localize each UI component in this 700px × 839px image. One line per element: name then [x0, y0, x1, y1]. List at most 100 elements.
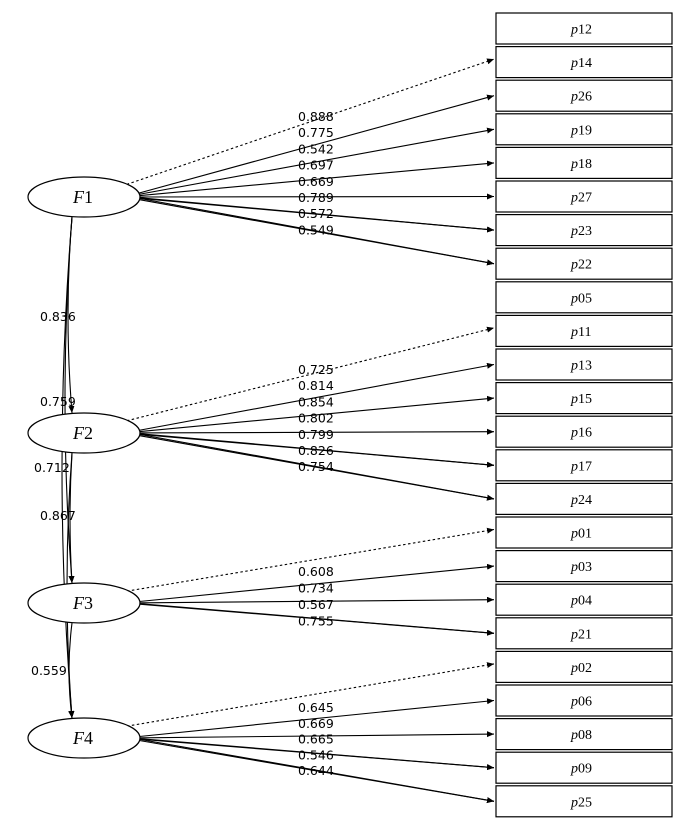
loading-label-F3: 0.734 — [298, 581, 334, 596]
item-label-p15: p15 — [570, 392, 592, 407]
item-label-p22: p22 — [570, 258, 592, 273]
loading-arrow-F4-p25 — [131, 737, 495, 804]
loading-label-F2: 0.814 — [298, 378, 334, 393]
item-label-p02: p02 — [570, 661, 592, 676]
loading-label-F1: 0.789 — [298, 190, 334, 205]
loading-label-F2: 0.725 — [298, 362, 334, 377]
item-box-p01 — [495, 516, 673, 549]
item-label-p01: p01 — [570, 527, 592, 542]
item-box-p23 — [495, 214, 673, 247]
loading-label-F1: 0.775 — [298, 125, 334, 140]
item-label-p04: p04 — [570, 594, 592, 609]
loading-label-F4: 0.644 — [298, 763, 334, 778]
loading-label-F2: 0.799 — [298, 427, 334, 442]
item-box-p26 — [495, 79, 673, 112]
loading-label-F4: 0.665 — [298, 732, 334, 747]
item-box-p12 — [495, 12, 673, 45]
item-label-p21: p21 — [570, 627, 592, 642]
loading-label-F1: 0.549 — [298, 222, 334, 237]
item-label-p26: p26 — [570, 90, 592, 105]
loading-arrow-F2-p15 — [131, 395, 495, 433]
item-label-p19: p19 — [570, 123, 592, 138]
loading-label-F1: 0.572 — [298, 206, 334, 221]
loading-label-F1: 0.888 — [298, 109, 334, 124]
factor-ellipse-F1 — [27, 176, 141, 218]
item-box-p06 — [495, 684, 673, 717]
factor-label-F1: F1 — [72, 187, 93, 207]
loading-label-F1: 0.697 — [298, 158, 334, 173]
loading-arrow-F4-p08 — [131, 731, 495, 739]
loading-arrow-F3-p03 — [131, 563, 495, 603]
item-box-p24 — [495, 482, 673, 515]
item-label-p03: p03 — [570, 560, 592, 575]
item-label-p24: p24 — [570, 493, 592, 508]
item-label-p12: p12 — [570, 23, 592, 38]
loading-arrow-F1-p19 — [131, 127, 495, 197]
item-label-p17: p17 — [570, 459, 592, 474]
item-label-p13: p13 — [570, 359, 592, 374]
item-label-p18: p18 — [570, 157, 592, 172]
correlation-arc-F3-F4 — [68, 615, 76, 719]
item-label-p06: p06 — [570, 695, 592, 710]
loading-label-F3: 0.567 — [298, 597, 334, 612]
loading-label-F2: 0.754 — [298, 459, 334, 474]
loading-arrow-F4-p09 — [131, 737, 495, 771]
item-label-p14: p14 — [570, 56, 592, 71]
correlation-label-F2-F4: 0.867 — [40, 508, 76, 523]
item-label-p16: p16 — [570, 426, 592, 441]
item-box-p25 — [495, 785, 673, 818]
loading-arrow-F2-p17 — [131, 432, 495, 468]
item-box-p19 — [495, 113, 673, 146]
item-label-p08: p08 — [570, 728, 592, 743]
item-label-p05: p05 — [570, 291, 592, 306]
item-box-p11 — [495, 314, 673, 347]
item-box-p02 — [495, 650, 673, 684]
loading-arrow-F2-p16 — [131, 428, 495, 435]
loading-label-F2: 0.854 — [298, 394, 334, 409]
item-label-p09: p09 — [570, 762, 592, 777]
factor-label-F4: F4 — [72, 728, 93, 748]
loading-arrow-F1-p18 — [131, 160, 495, 197]
loading-arrow-F1-p26 — [131, 94, 495, 196]
loading-arrow-F3-p04 — [131, 596, 495, 604]
loading-label-F2: 0.826 — [298, 443, 334, 458]
loading-arrow-F2-p13 — [131, 362, 495, 433]
factor-label-F2: F2 — [72, 423, 93, 443]
correlation-arc-F1-F4 — [61, 209, 76, 719]
item-box-p22 — [495, 247, 673, 280]
item-box-p13 — [495, 348, 673, 381]
item-box-p04 — [495, 583, 673, 616]
item-box-p18 — [495, 146, 673, 179]
loading-arrow-F3-p21 — [131, 602, 495, 636]
factor-ellipse-F4 — [27, 717, 141, 759]
correlation-label-F1-F2: 0.836 — [40, 309, 76, 324]
correlation-label-F2-F3: 0.712 — [34, 460, 70, 475]
loading-arrow-F2-p24 — [131, 432, 495, 501]
item-label-p27: p27 — [570, 191, 592, 206]
item-box-p27 — [495, 180, 673, 213]
item-box-p14 — [495, 45, 673, 79]
factor-ellipse-F2 — [27, 412, 141, 454]
correlation-label-F1-F3: 0.759 — [40, 394, 76, 409]
loading-arrow-F1-p14 — [121, 58, 495, 187]
loading-label-F3: 0.608 — [298, 564, 334, 579]
correlation-label-F3-F4: 0.559 — [31, 663, 67, 678]
loading-label-F2: 0.802 — [298, 411, 334, 426]
item-box-p15 — [495, 382, 673, 415]
item-box-p21 — [495, 617, 673, 650]
factor-ellipse-F3 — [27, 582, 141, 624]
item-box-p09 — [495, 751, 673, 784]
loading-arrow-F2-p11 — [121, 326, 495, 423]
item-label-p23: p23 — [570, 224, 592, 239]
item-label-p25: p25 — [570, 795, 592, 810]
loading-arrow-F1-p23 — [131, 196, 495, 233]
loading-label-F1: 0.542 — [298, 141, 334, 156]
item-box-p17 — [495, 449, 673, 482]
loading-label-F1: 0.669 — [298, 174, 334, 189]
loading-arrow-F1-p22 — [131, 196, 495, 266]
item-box-p05 — [495, 281, 673, 314]
factor-label-F3: F3 — [72, 593, 93, 613]
loading-label-F3: 0.755 — [298, 614, 334, 629]
loading-label-F4: 0.645 — [298, 700, 334, 715]
